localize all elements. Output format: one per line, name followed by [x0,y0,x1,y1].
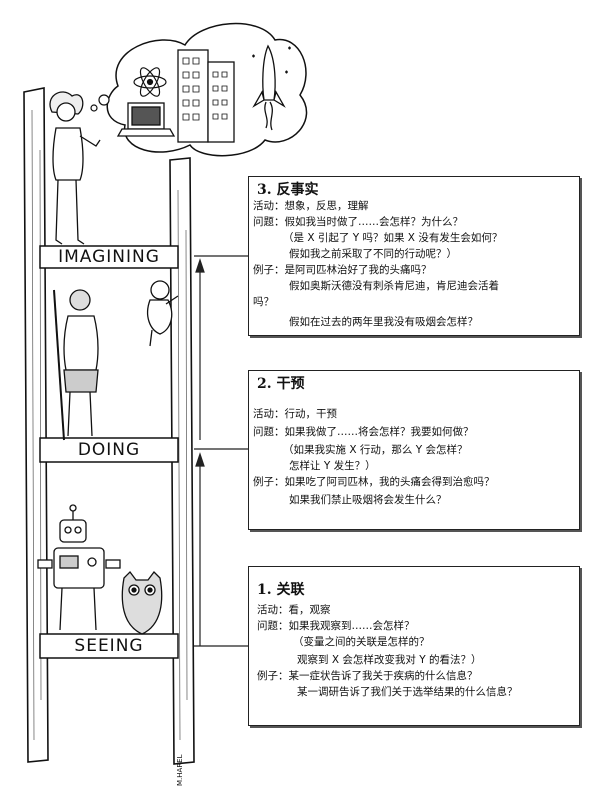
box-intervention: 2. 干预 活动：行动，干预 问题：如果我做了……将会怎样？我要如何做？ （如果… [248,370,580,530]
ladder-left-rail [23,87,49,763]
association-line: 问题：如果我观察到……会怎样？ [257,620,415,632]
laptop-icon [116,102,176,137]
counterfactual-line: 问题：假如我当时做了……会怎样？为什么？ [253,216,463,228]
caveman-icon [53,289,99,441]
baby-icon [146,280,179,347]
intervention-line: 问题：如果我做了……将会怎样？我要如何做？ [253,426,474,438]
counterfactual-line: 假如奥斯沃德没有刺杀肯尼迪，肯尼迪会活着 [289,280,499,292]
counterfactual-line: 活动：想象，反思，理解 [253,200,369,212]
box-counterfactual: 3. 反事实 活动：想象，反思，理解 问题：假如我当时做了……会怎样？为什么？ … [248,176,580,336]
intervention-line: （如果我实施 X 行动，那么 Y 会怎样？ [283,444,468,456]
rung-label-doing: DOING [77,440,141,460]
box-title-association: 1. 关联 [257,582,305,598]
association-line: （变量之间的关联是怎样的？ [293,636,430,648]
association-line: 例子：某一症状告诉了我关于疾病的什么信息？ [257,670,478,682]
up-arrows [195,258,205,646]
intervention-line: 怎样让 Y 发生？） [289,460,376,472]
owl-icon [121,571,163,635]
box-title-intervention: 2. 干预 [257,376,305,392]
intervention-line: 如果我们禁止吸烟将会发生什么？ [289,494,447,506]
robot-icon [37,504,121,631]
association-line: 活动：看，观察 [257,604,331,616]
rung-label-imagining: IMAGINING [58,247,160,267]
ladder-right-rail [169,157,195,765]
counterfactual-line: 例子：是阿司匹林治好了我的头痛吗？ [253,264,432,276]
counterfactual-line: 假如在过去的两年里我没有吸烟会怎样？ [289,316,478,328]
skyscraper-icon [177,49,235,143]
rung-doing [39,437,179,463]
rung-imagining [39,245,179,269]
association-line: 某一调研告诉了我们关于选举结果的什么信息？ [297,686,518,698]
intervention-line: 例子：如果吃了阿司匹林，我的头痛会得到治愈吗？ [253,476,495,488]
counterfactual-line: 假如我之前采取了不同的行动呢？） [289,248,457,260]
association-line: 观察到 X 会怎样改变我对 Y 的看法？） [297,654,482,666]
box-association: 1. 关联 活动：看，观察 问题：如果我观察到……会怎样？ （变量之间的关联是怎… [248,566,580,726]
connector-lines [194,255,248,647]
rocket-icon [252,44,291,131]
counterfactual-line: 吗？ [253,296,274,308]
artist-signature: M.HAREL [176,754,184,786]
counterfactual-line: （是 X 引起了 Y 吗？如果 X 没有发生会如何？ [283,232,503,244]
scientist-icon [49,91,101,245]
rung-seeing [39,633,179,659]
box-title-counterfactual: 3. 反事实 [257,182,319,198]
rung-label-seeing: SEEING [74,636,144,656]
intervention-line: 活动：行动，干预 [253,408,337,420]
atom-icon [133,67,167,97]
